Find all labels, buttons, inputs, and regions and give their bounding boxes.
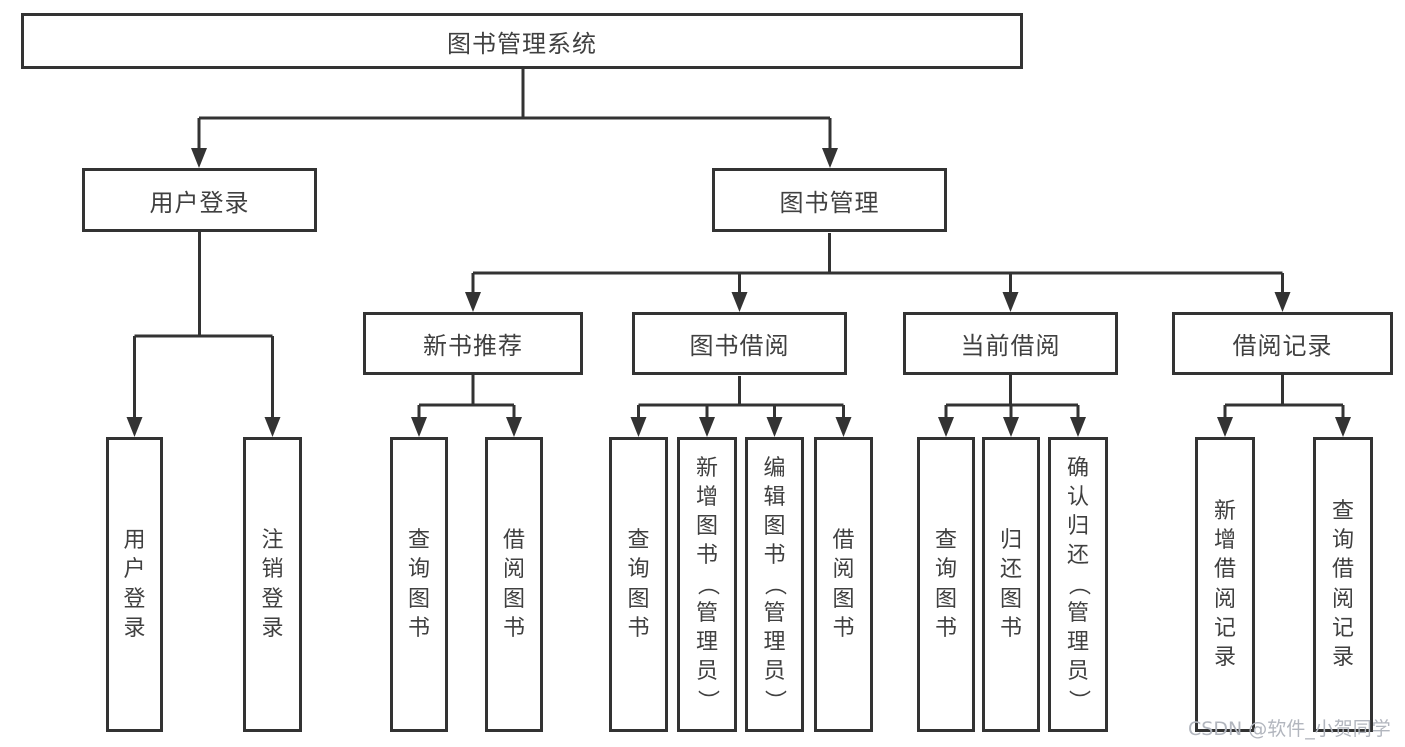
leaf-add-book-admin-label: 新增图书（管理员）: [694, 455, 720, 712]
leaf-logout-label: 注销登录: [261, 528, 284, 641]
leaf-return-book: 归还图书: [982, 437, 1040, 732]
leaf-add-book-admin: 新增图书（管理员）: [677, 437, 737, 732]
leaf-return-book-label: 归还图书: [999, 528, 1022, 641]
node-new-book-recommend: 新书推荐: [363, 312, 583, 375]
leaf-confirm-return-admin: 确认归还（管理员）: [1048, 437, 1108, 732]
node-book-borrowing-label: 图书借阅: [689, 332, 790, 360]
leaf-edit-book-admin-label: 编辑图书（管理员）: [762, 455, 788, 712]
leaf-add-borrow-record: 新增借阅记录: [1195, 437, 1255, 732]
leaf-edit-book-admin: 编辑图书（管理员）: [745, 437, 804, 732]
leaf-borrow-books-recommend: 借阅图书: [485, 437, 543, 732]
leaf-query-books-current: 查询图书: [917, 437, 975, 732]
csdn-watermark: CSDN @软件_小贺同学: [1188, 718, 1391, 740]
leaf-borrow-books-borrowing-label: 借阅图书: [832, 528, 855, 641]
node-current-borrowing: 当前借阅: [903, 312, 1118, 375]
leaf-confirm-return-admin-label: 确认归还（管理员）: [1065, 455, 1091, 712]
node-book-borrowing: 图书借阅: [632, 312, 847, 375]
node-root-system: 图书管理系统: [21, 13, 1023, 69]
leaf-query-books-recommend: 查询图书: [390, 437, 448, 732]
node-book-management-label: 图书管理: [779, 188, 880, 217]
node-borrowing-records-label: 借阅记录: [1232, 332, 1333, 360]
node-user-login: 用户登录: [82, 168, 317, 232]
leaf-query-books-borrowing: 查询图书: [609, 437, 668, 732]
node-new-book-recommend-label: 新书推荐: [423, 332, 523, 360]
leaf-query-borrow-record-label: 查询借阅记录: [1331, 499, 1354, 670]
node-borrowing-records: 借阅记录: [1172, 312, 1393, 375]
leaf-user-login-label: 用户登录: [123, 528, 146, 641]
leaf-add-borrow-record-label: 新增借阅记录: [1213, 499, 1236, 670]
arrowheads: [126, 148, 1351, 437]
leaf-query-books-borrowing-label: 查询图书: [627, 528, 650, 641]
node-root-label: 图书管理系统: [447, 29, 597, 58]
node-book-management: 图书管理: [712, 168, 947, 232]
leaf-borrow-books-recommend-label: 借阅图书: [502, 528, 525, 641]
node-user-login-label: 用户登录: [149, 188, 250, 217]
leaf-logout: 注销登录: [243, 437, 302, 732]
leaf-query-borrow-record: 查询借阅记录: [1313, 437, 1373, 732]
node-current-borrowing-label: 当前借阅: [960, 332, 1061, 360]
leaf-user-login: 用户登录: [106, 437, 163, 732]
leaf-query-books-recommend-label: 查询图书: [407, 528, 430, 641]
leaf-borrow-books-borrowing: 借阅图书: [814, 437, 873, 732]
leaf-query-books-current-label: 查询图书: [934, 528, 957, 641]
